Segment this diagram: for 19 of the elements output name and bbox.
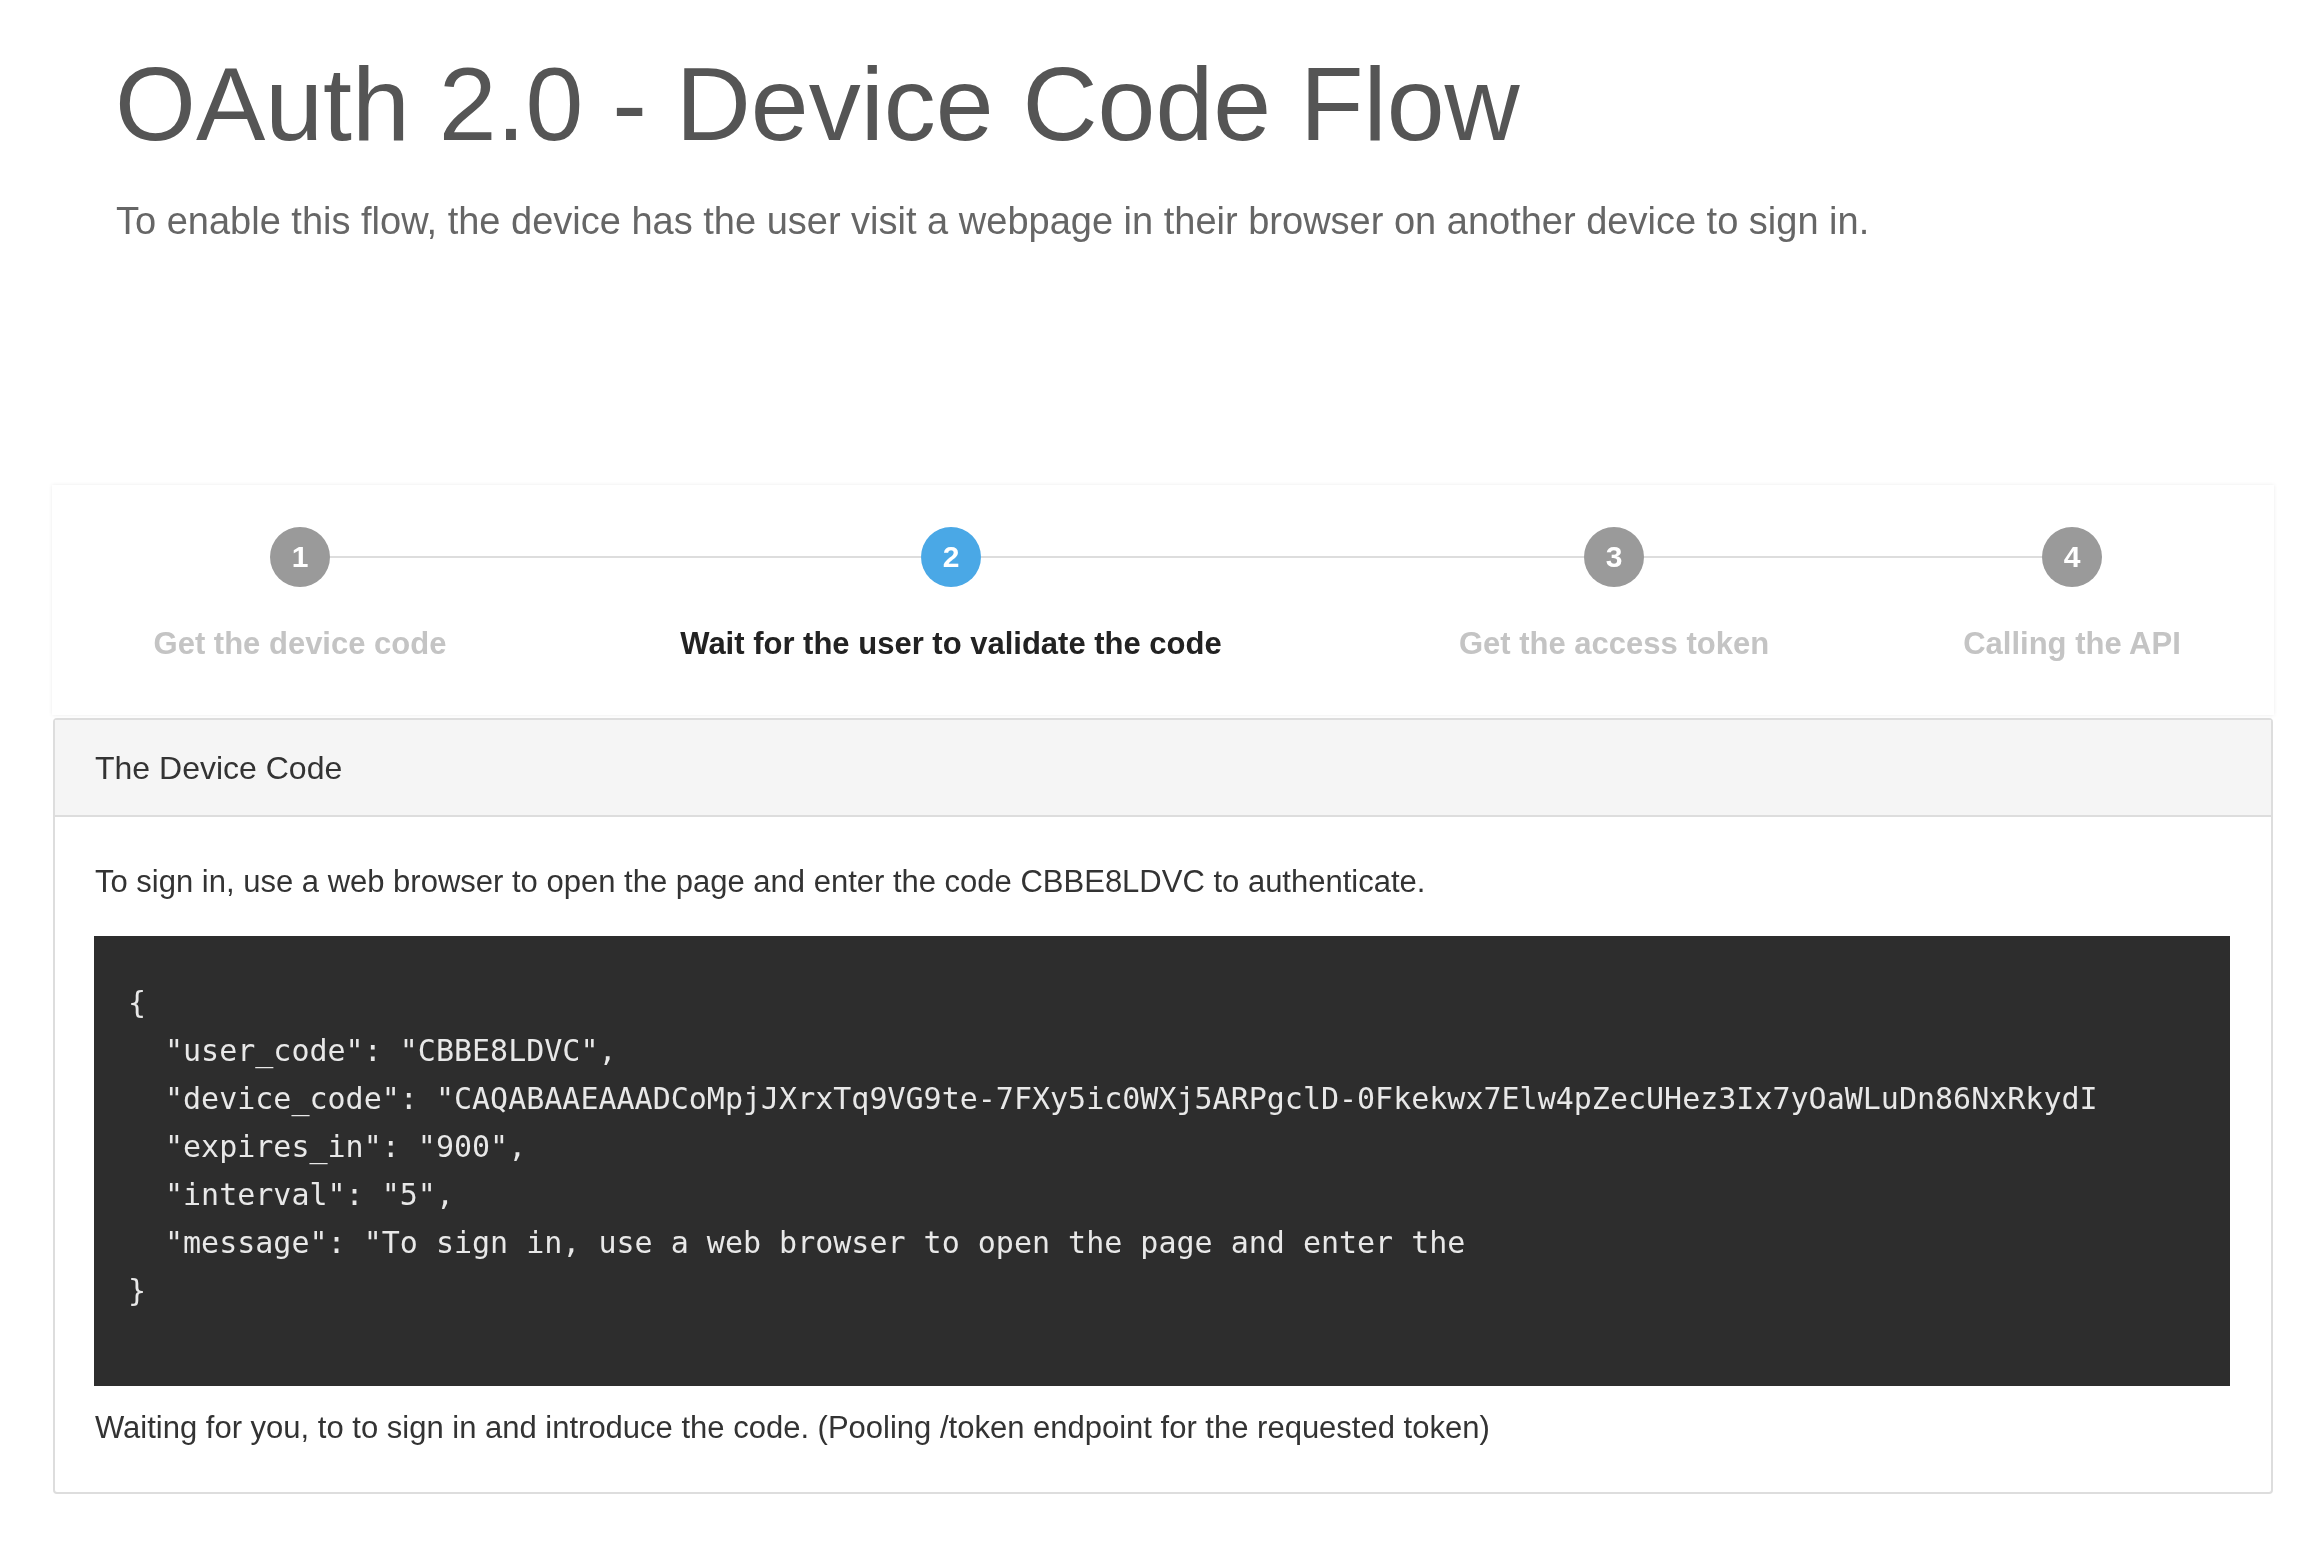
- subtitle: To enable this flow, the device has the user visit a webpage in their browser on another device to sign in.: [116, 200, 1870, 243]
- step-label: Get the device code: [153, 626, 447, 662]
- step-label: Calling the API: [1963, 626, 2181, 662]
- code-line: "message": "To sign in, use a web browser to open the page and enter the: [165, 1225, 1466, 1260]
- instruction-text: To sign in, use a web browser to open the page and enter the code CBBE8LDVC to authenticate.: [95, 864, 1426, 900]
- connector-line: [329, 556, 922, 558]
- code-line: "expires_in": "900",: [165, 1129, 527, 1164]
- code-line: "user_code": "CBBE8LDVC",: [165, 1033, 617, 1068]
- code-line: }: [128, 1273, 147, 1308]
- code-line: "interval": "5",: [165, 1177, 454, 1212]
- step-label: Get the access token: [1458, 626, 1770, 662]
- status-text: Waiting for you, to to sign in and introduce the code. (Pooling /token endpoint for the requested token): [95, 1410, 1490, 1446]
- connector-line: [980, 556, 1585, 558]
- connector-line: [1643, 556, 2043, 558]
- page-title: OAuth 2.0 - Device Code Flow: [115, 45, 1520, 164]
- panel-heading: The Device Code: [95, 750, 343, 787]
- code-line: {: [128, 985, 147, 1020]
- step-label: Wait for the user to validate the code: [680, 626, 1222, 662]
- code-line: "device_code": "CAQABAAEAAADCoMpjJXrxTq9VG9te-7FXy5ic0WXj5ARPgclD-0Fkekwx7Elw4pZecUHez3Ix7yOaWLuDn86NxRkydI: [165, 1081, 2098, 1116]
